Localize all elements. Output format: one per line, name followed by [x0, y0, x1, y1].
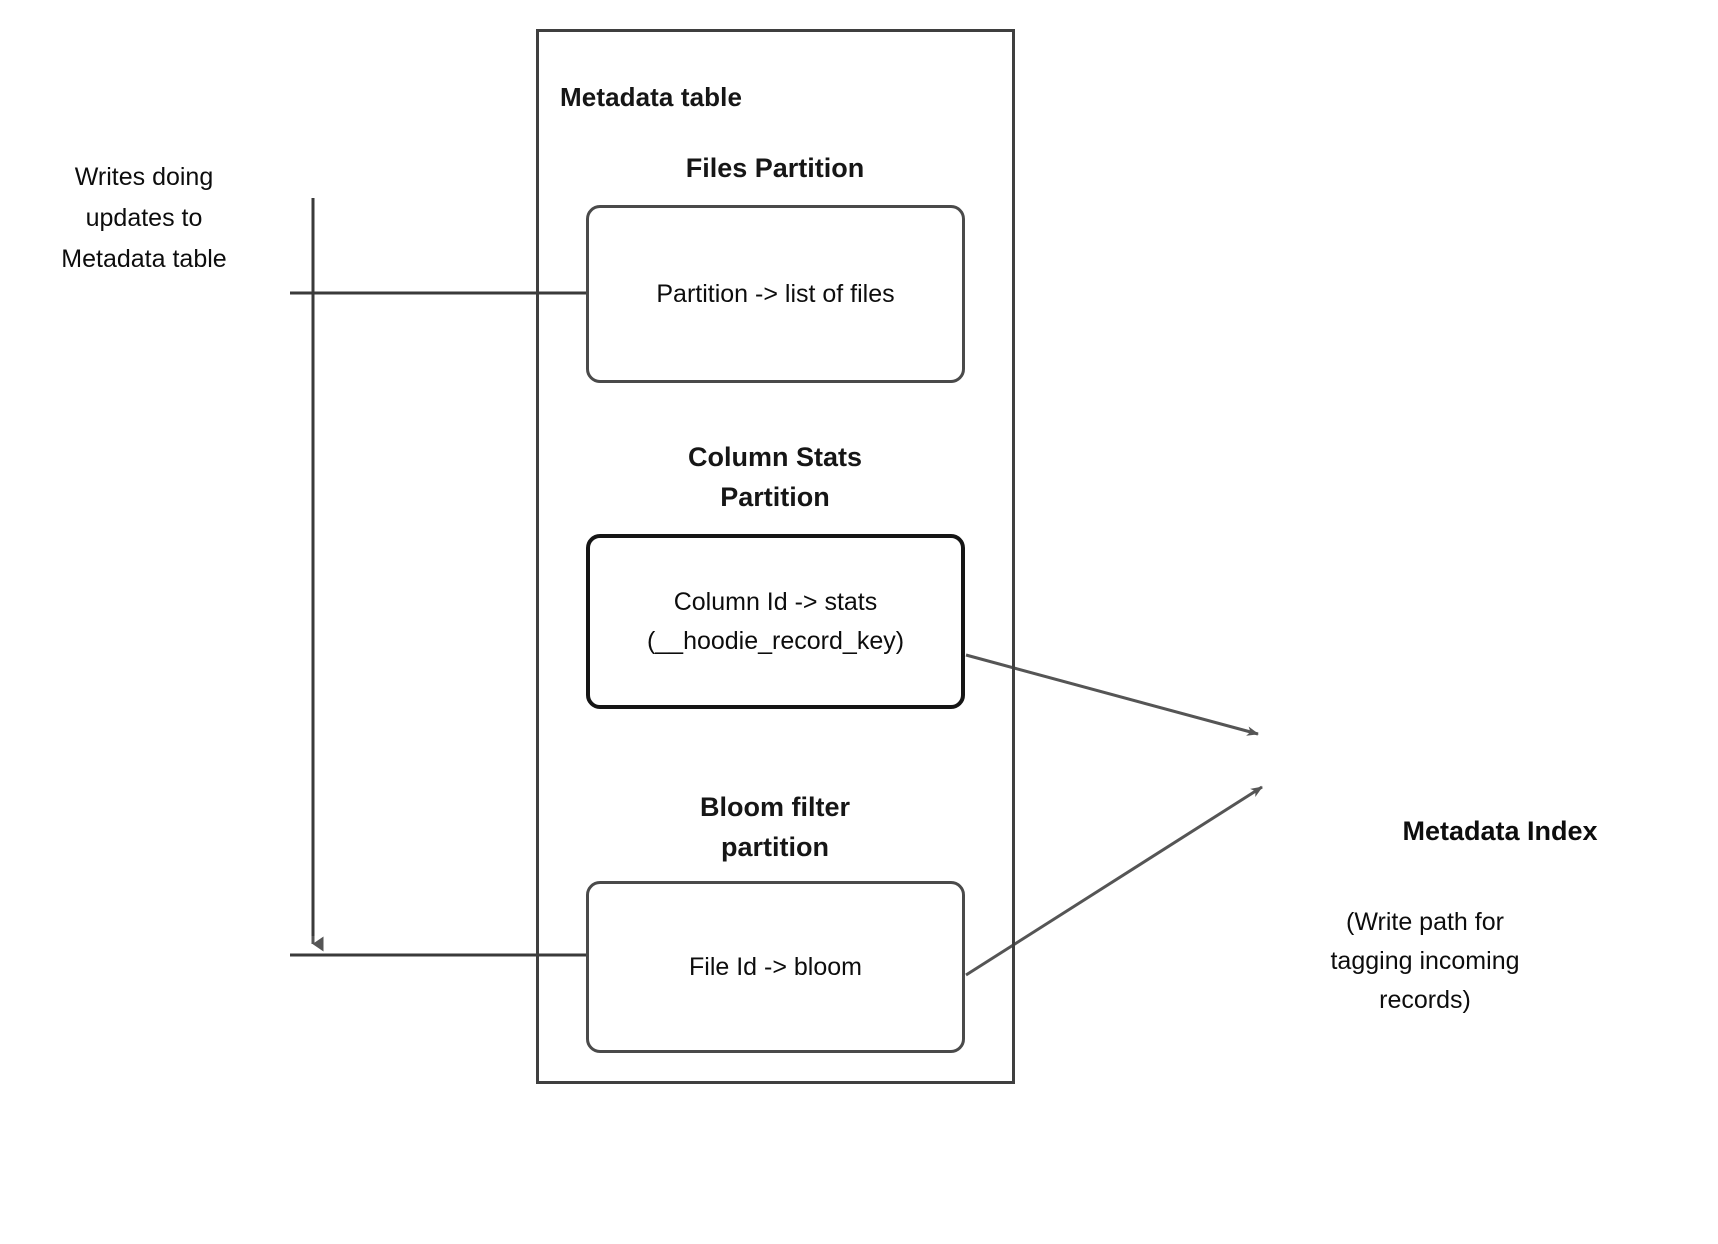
column-stats-partition-box[interactable]: Column Id -> stats (__hoodie_record_key) [586, 534, 965, 709]
metadata-index-label: Metadata Index [1402, 816, 1598, 846]
metadata-table-container [536, 29, 1015, 1084]
column-stats-partition-box-text: Column Id -> stats (__hoodie_record_key) [646, 587, 905, 655]
bloom-filter-partition-box-text: File Id -> bloom [689, 952, 862, 981]
bloom-filter-partition-title: Bloom filter partition [699, 792, 850, 862]
metadata-index-caption: (Write path for tagging incoming records… [1330, 908, 1520, 1014]
metadata-table-title: Metadata table [560, 82, 743, 112]
files-partition-title: Files Partition [685, 153, 865, 183]
bloom-filter-partition-box[interactable]: File Id -> bloom [586, 881, 965, 1053]
column-stats-partition-title: Column Stats Partition [687, 442, 862, 512]
files-partition-box[interactable]: Partition -> list of files [586, 205, 965, 383]
writes-doing-updates-label: Writes doing updates to Metadata table [61, 163, 227, 273]
files-partition-box-text: Partition -> list of files [656, 279, 895, 308]
